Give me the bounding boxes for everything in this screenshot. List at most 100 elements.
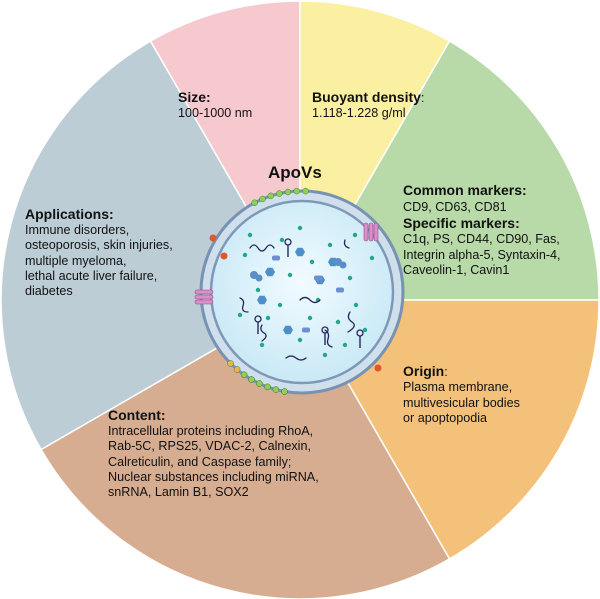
applications-line: osteoporosis, skin injuries, — [25, 238, 173, 253]
cargo-dot — [362, 327, 368, 333]
specific-markers-line: Caveolin-1, Cavin1 — [403, 263, 510, 278]
rna-strand — [260, 324, 267, 342]
lipid-head — [251, 199, 258, 207]
lipid-head — [281, 388, 288, 395]
protein-hexagon — [295, 247, 305, 257]
protein-capsule — [336, 287, 344, 293]
cargo-dot — [259, 342, 265, 348]
specific-markers-title: Specific markers: — [403, 214, 520, 231]
content-line: Rab-5C, RPS25, VDAC-2, Calnexin, — [108, 439, 311, 454]
applications-line: diabetes — [25, 284, 73, 299]
cargo-dot — [347, 275, 353, 281]
protein-hexagon — [283, 325, 293, 335]
cargo-dot — [369, 255, 375, 261]
transmembrane-protein — [363, 222, 379, 242]
lipid-head — [227, 360, 234, 367]
specific-markers-line: C1q, PS, CD44, CD90, Fas, — [403, 232, 560, 247]
content-block: Content: Intracellular proteins includin… — [108, 407, 319, 501]
cargo-dot — [265, 315, 271, 321]
lipid-head — [293, 187, 300, 195]
hairpin-loop — [284, 238, 292, 246]
content-title: Content: — [108, 407, 166, 423]
protein-globule — [339, 261, 347, 269]
markers-block: Common markers: CD9, CD63, CD81 Specific… — [403, 182, 561, 278]
cargo-dot — [277, 302, 283, 308]
applications-title: Applications: — [25, 206, 114, 222]
rna-strand — [299, 296, 321, 304]
origin-line: multivesicular bodies — [403, 395, 520, 410]
vesicle-cargo — [237, 225, 375, 361]
density-value: 1.118-1.228 g/ml — [312, 106, 406, 121]
cargo-dot — [342, 342, 348, 348]
density-block: Buoyant density: 1.118-1.228 g/ml — [312, 89, 424, 122]
lipid-head — [233, 366, 241, 373]
lipid-head — [267, 192, 275, 200]
lipid-head — [264, 383, 271, 391]
origin-block: Origin: Plasma membrane, multivesicular … — [403, 363, 520, 426]
cargo-dot — [335, 319, 341, 325]
applications-line: Immune disorders, — [25, 222, 130, 237]
lipid-head — [248, 376, 255, 383]
cargo-dot — [309, 259, 315, 265]
lipid-head — [240, 371, 248, 378]
membrane-proteins — [194, 187, 382, 395]
cargo-dot — [327, 242, 333, 248]
applications-line: lethal acute liver failure, — [25, 268, 158, 283]
lipid-head — [276, 190, 283, 197]
origin-line: or apoptopodia — [403, 411, 488, 426]
hairpin-loop — [356, 329, 364, 337]
cargo-dot — [307, 315, 313, 321]
lipid-head — [272, 386, 280, 393]
sector-content — [40, 298, 451, 599]
rna-strand — [343, 239, 350, 249]
protein-globule — [255, 274, 263, 282]
protein-capsule — [272, 255, 280, 261]
sector-applications — [0, 40, 302, 451]
density-title: Buoyant density — [312, 89, 421, 105]
rna-strand — [347, 311, 355, 333]
rna-strand — [249, 244, 275, 252]
density-separator: : — [420, 91, 425, 105]
size-title: Size — [178, 89, 207, 105]
surface-marker — [220, 252, 228, 260]
transmembrane-protein — [194, 289, 214, 305]
applications-line: multiple myeloma, — [25, 253, 127, 268]
content-line: Intracellular proteins including RhoA, — [108, 423, 314, 438]
cargo-dot — [247, 232, 253, 238]
content-line: Nuclear substances including miRNA, — [108, 469, 319, 484]
surface-marker — [374, 364, 382, 372]
origin-line: Plasma membrane, — [403, 380, 513, 395]
surface-marker — [209, 234, 217, 242]
lipid-head — [259, 195, 266, 203]
cargo-dot — [322, 352, 328, 358]
protein-capsule — [302, 327, 310, 333]
common-markers-line: CD9, CD63, CD81 — [403, 199, 507, 214]
cargo-dot — [353, 302, 359, 308]
cargo-dot — [279, 237, 285, 243]
rna-strand — [285, 355, 307, 361]
vesicle-illustration — [194, 187, 405, 395]
cargo-dot — [237, 312, 243, 318]
protein-hexagon — [265, 267, 275, 277]
hairpin-loop — [321, 326, 329, 334]
protein-capsule — [314, 275, 322, 281]
cargo-dot — [287, 272, 293, 278]
cargo-dot — [255, 287, 261, 293]
rna-strand — [239, 297, 249, 313]
cargo-dot — [242, 252, 248, 258]
size-value: 100-1000 nm — [178, 106, 253, 121]
content-line: snRNA, Lamin B1, SOX2 — [108, 485, 249, 500]
cargo-dot — [297, 225, 303, 231]
protein-hexagon — [257, 295, 267, 305]
lipid-head — [284, 188, 292, 196]
size-separator: : — [206, 89, 211, 105]
watermark: 知乎 @逻辑神经科学 — [450, 574, 586, 590]
applications-block: Applications: Immune disorders, osteopor… — [25, 206, 173, 300]
cargo-dot — [297, 337, 303, 343]
origin-title: Origin — [403, 363, 445, 379]
specific-markers-line: Integrin alpha-5, Syntaxin-4, — [403, 247, 561, 262]
content-line: Calreticulin, and Caspase family; — [108, 454, 292, 469]
center-title: ApoVs — [268, 163, 322, 182]
size-block: Size: 100-1000 nm — [178, 89, 252, 122]
